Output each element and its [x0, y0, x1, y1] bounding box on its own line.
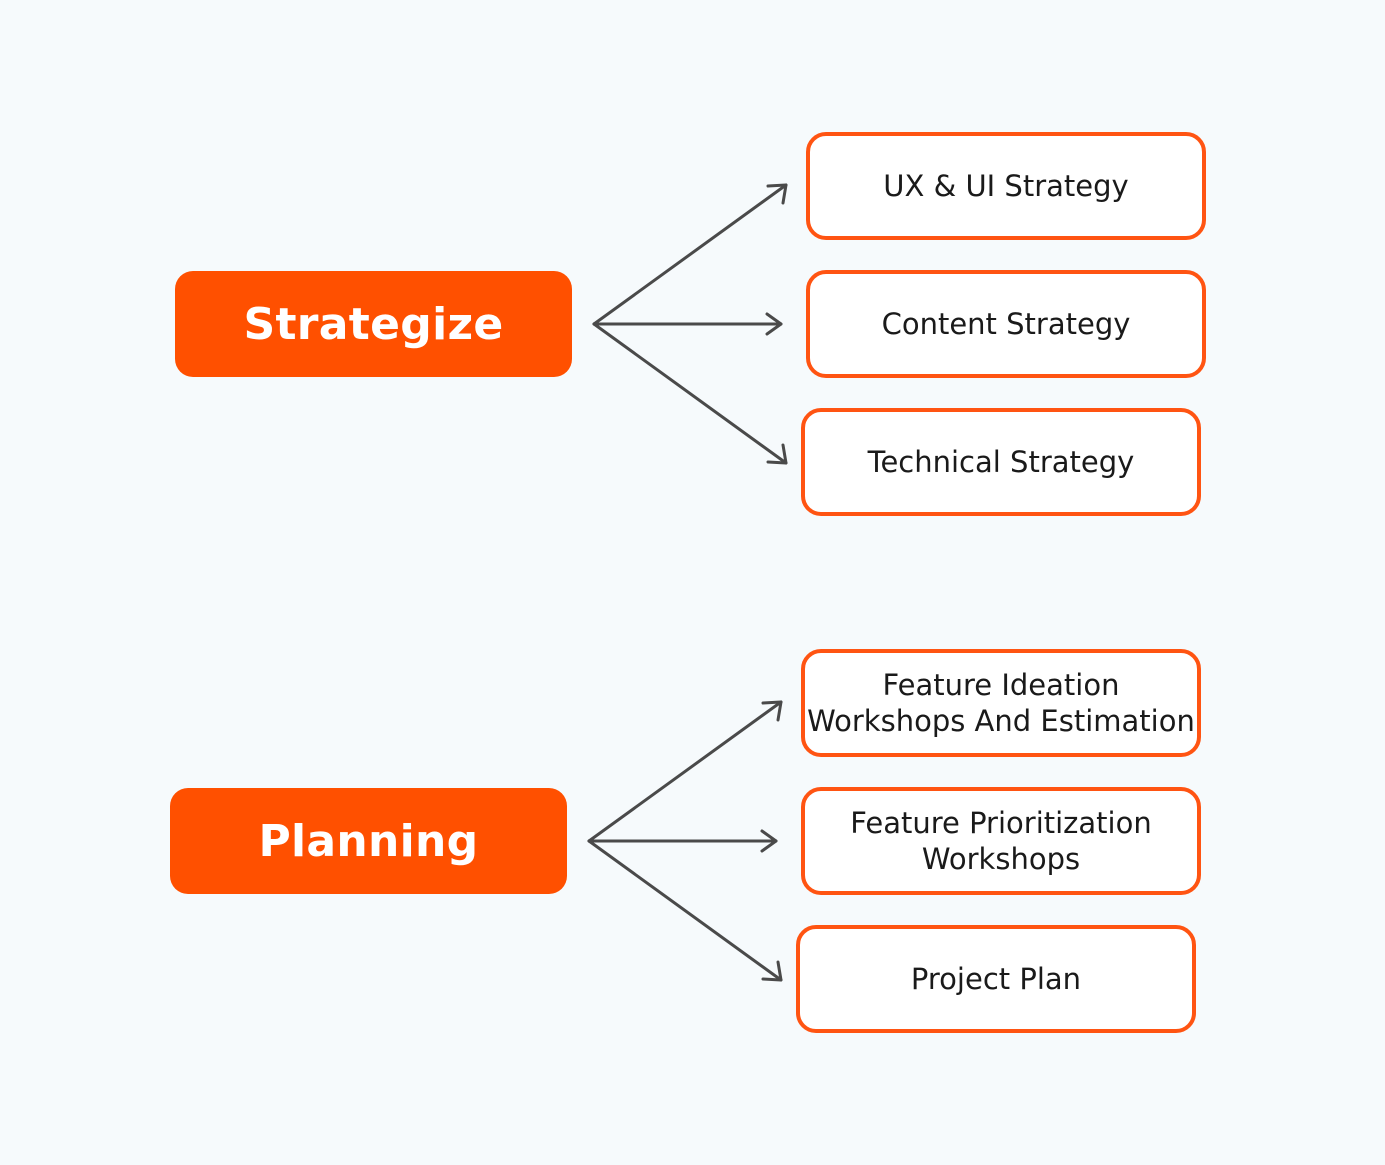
sub-node-project-plan: Project Plan	[796, 925, 1196, 1033]
sub-node-label: Feature Ideation Workshops And Estimatio…	[807, 668, 1195, 738]
arrow-strategize-to-content	[592, 312, 783, 336]
main-node-label: Strategize	[243, 298, 504, 350]
sub-node-content-strategy: Content Strategy	[806, 270, 1206, 378]
sub-node-label: Project Plan	[910, 962, 1082, 996]
sub-node-label: Technical Strategy	[867, 445, 1135, 479]
sub-node-label: UX & UI Strategy	[883, 169, 1129, 203]
main-node-strategize: Strategize	[175, 271, 572, 377]
sub-node-feature-prioritization: Feature Prioritization Workshops	[801, 787, 1201, 895]
arrow-planning-to-feature-prioritization	[587, 829, 778, 853]
sub-node-label: Content Strategy	[881, 307, 1131, 341]
arrow-planning-to-feature-ideation	[587, 700, 783, 843]
main-node-planning: Planning	[170, 788, 567, 894]
sub-node-label: Feature Prioritization Workshops	[850, 806, 1152, 876]
sub-node-technical-strategy: Technical Strategy	[801, 408, 1201, 516]
arrow-strategize-to-technical	[592, 322, 788, 465]
main-node-label: Planning	[258, 815, 479, 867]
arrow-strategize-to-ux-ui	[592, 183, 788, 326]
sub-node-ux-ui-strategy: UX & UI Strategy	[806, 132, 1206, 240]
arrow-planning-to-project-plan	[587, 839, 783, 982]
sub-node-feature-ideation: Feature Ideation Workshops And Estimatio…	[801, 649, 1201, 757]
